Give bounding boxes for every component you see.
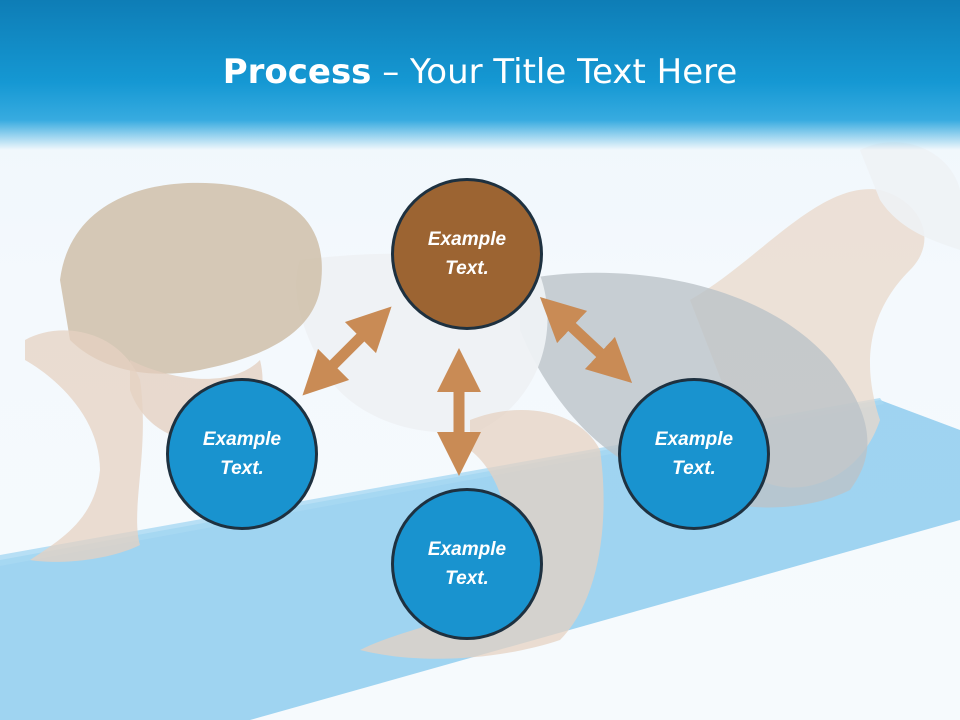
node-top-line2: Text. [445,258,489,279]
title-bold: Process [222,52,372,92]
process-node-right[interactable]: Example Text. [618,378,770,530]
process-node-top[interactable]: Example Text. [391,178,543,330]
process-node-left[interactable]: Example Text. [166,378,318,530]
title-banner [0,0,960,150]
process-node-bottom[interactable]: Example Text. [391,488,543,640]
node-top-line1: Example [427,229,507,250]
node-left-line1: Example [202,429,282,450]
node-left-line2: Text. [220,458,264,479]
arrow-top-right [539,296,633,384]
node-right-line1: Example [654,429,734,450]
node-right-line2: Text. [672,458,716,479]
slide-title: Process – Your Title Text Here [0,52,960,92]
title-rest: – Your Title Text Here [371,52,738,92]
node-bottom-line2: Text. [445,568,489,589]
node-bottom-line1: Example [427,539,507,560]
arrow-top-left [302,306,392,396]
